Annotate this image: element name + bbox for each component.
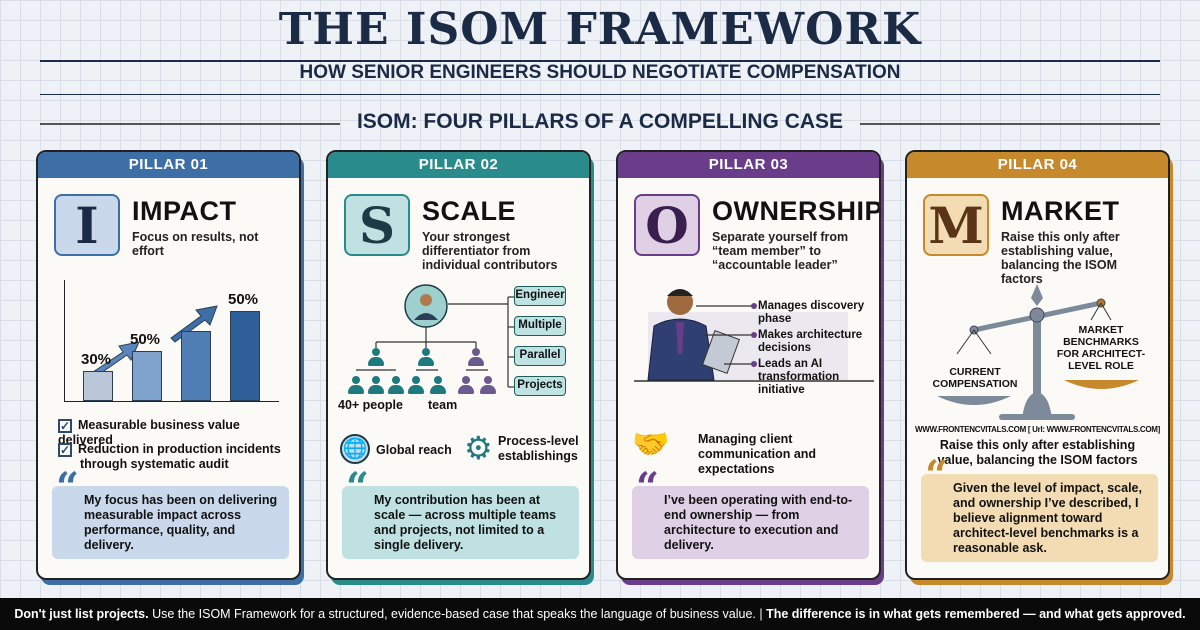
chart-bar-label: 50% bbox=[228, 291, 259, 308]
ownership-bullet: Leads an AI transformation initiative bbox=[758, 358, 840, 396]
divider bbox=[860, 123, 1160, 125]
pillar-card-ownership: PILLAR 03 O OWNERSHIP Separate yourself … bbox=[616, 150, 881, 580]
page-title: THE ISOM FRAMEWORK bbox=[278, 4, 922, 55]
person-icon bbox=[430, 376, 446, 394]
current-compensation-label: CURRENT COMPENSATION bbox=[932, 366, 1018, 390]
pillar-card-market: PILLAR 04 M MARKET Raise this only after… bbox=[905, 150, 1170, 580]
pillar-name: MARKET bbox=[1001, 196, 1120, 226]
quote-text: I’ve been operating with end-to-end owne… bbox=[664, 493, 853, 552]
divider bbox=[40, 123, 340, 125]
check-item: ✓Measurable business value delivered bbox=[58, 418, 291, 448]
scale-tag: Multiple bbox=[514, 316, 566, 336]
letter-badge: S bbox=[344, 194, 410, 256]
divider bbox=[40, 60, 1160, 62]
person-icon bbox=[418, 348, 434, 366]
letter-badge: O bbox=[634, 194, 700, 256]
person-icon bbox=[480, 376, 496, 394]
quote-text: Given the level of impact, scale, and ow… bbox=[953, 481, 1142, 555]
pillar-tagline: Focus on results, not effort bbox=[132, 230, 259, 258]
pillar-label: PILLAR 04 bbox=[907, 152, 1168, 178]
quote-box: “I’ve been operating with end-to-end own… bbox=[632, 468, 869, 559]
handshake-icon: 🤝 bbox=[632, 428, 670, 461]
person-icon bbox=[468, 348, 484, 366]
quote-icon: “ bbox=[346, 464, 370, 511]
person-icon bbox=[388, 376, 404, 394]
section-heading: ISOM: FOUR PILLARS OF A COMPELLING CASE bbox=[356, 110, 844, 133]
pillar-name: OWNERSHIP bbox=[712, 196, 881, 226]
chart-bar-label: 30% bbox=[81, 351, 112, 368]
ownership-bullet: Makes architecture decisions bbox=[758, 329, 863, 354]
chart-bar bbox=[181, 331, 211, 401]
person-icon bbox=[368, 376, 384, 394]
balance-scale-icon bbox=[937, 284, 1139, 420]
page-subtitle: HOW SENIOR ENGINEERS SHOULD NEGOTIATE CO… bbox=[299, 62, 901, 83]
person-icon bbox=[368, 348, 384, 366]
scale-tag: Parallel bbox=[514, 346, 566, 366]
quote-icon: “ bbox=[56, 464, 80, 511]
caption-url: WWW.FRONTENCVITALS.COM [ Url: WWW.FRONTE… bbox=[914, 425, 1161, 434]
pillar-card-impact: PILLAR 01 I IMPACT Focus on results, not… bbox=[36, 150, 301, 580]
footer-lead: Don't just list projects. bbox=[14, 607, 149, 621]
pillar-tagline: Separate yourself from “team member” to … bbox=[712, 230, 849, 272]
quote-box: “Given the level of impact, scale, and o… bbox=[921, 456, 1158, 562]
quote-icon: “ bbox=[925, 452, 949, 499]
pillar-label: PILLAR 01 bbox=[38, 152, 299, 178]
person-icon bbox=[408, 376, 424, 394]
check-item: ✓ Reduction in production incidents throu… bbox=[58, 442, 291, 472]
quote-box: “My contribution has been at scale — acr… bbox=[342, 468, 579, 559]
scale-tag: Projects bbox=[514, 376, 566, 396]
pillar-card-scale: PILLAR 02 S SCALE Your strongest differe… bbox=[326, 150, 591, 580]
scale-tag: Engineer bbox=[514, 286, 566, 306]
person-icon bbox=[458, 376, 474, 394]
pillar-name: IMPACT bbox=[132, 196, 237, 226]
checkbox-icon: ✓ bbox=[58, 442, 72, 457]
chart-bar bbox=[230, 311, 260, 401]
quote-box: “My focus has been on delivering measura… bbox=[52, 468, 289, 559]
pillar-label: PILLAR 03 bbox=[618, 152, 879, 178]
footer-tail: The difference is in what gets remembere… bbox=[766, 607, 1186, 621]
market-benchmark-label: MARKET BENCHMARKS FOR ARCHITECT-LEVEL RO… bbox=[1056, 324, 1146, 372]
ownership-bullet: Manages discovery phase bbox=[758, 300, 865, 325]
chart-bar bbox=[132, 351, 162, 401]
process-label: Process-level establishings bbox=[498, 434, 579, 463]
pillar-tagline: Raise this only after establishing value… bbox=[1001, 230, 1120, 286]
check-text: Reduction in production incidents throug… bbox=[78, 442, 281, 471]
market-caption: Raise this only after establishing value… bbox=[937, 438, 1138, 467]
globe-icon: 🌐 bbox=[340, 434, 370, 464]
chart-bar-label: 50% bbox=[130, 331, 161, 348]
person-icon bbox=[348, 376, 364, 394]
people-label: 40+ people bbox=[338, 398, 403, 412]
quote-text: My focus has been on delivering measurab… bbox=[84, 493, 278, 552]
org-chart-lines bbox=[356, 284, 514, 388]
letter-badge: M bbox=[923, 194, 989, 256]
pillar-name: SCALE bbox=[422, 196, 517, 226]
client-label: Managing client communication and expect… bbox=[698, 432, 817, 476]
chart-bar bbox=[83, 371, 113, 401]
team-label: team bbox=[428, 398, 458, 412]
checkbox-icon: ✓ bbox=[58, 418, 72, 433]
quote-icon: “ bbox=[636, 464, 660, 511]
pillar-tagline: Your strongest differentiator from indiv… bbox=[422, 230, 558, 272]
footer-banner: Don't just list projects. Use the ISOM F… bbox=[0, 598, 1200, 630]
global-reach-label: Global reach bbox=[376, 443, 452, 457]
letter-badge: I bbox=[54, 194, 120, 256]
quote-text: My contribution has been at scale — acro… bbox=[374, 493, 557, 552]
impact-bar-chart: 30% 50% 50% bbox=[64, 280, 279, 402]
leader-illustration bbox=[634, 289, 874, 382]
footer-body: Use the ISOM Framework for a structured,… bbox=[148, 607, 767, 621]
gear-icon: ⚙ bbox=[464, 430, 493, 466]
divider bbox=[40, 94, 1160, 95]
pillar-label: PILLAR 02 bbox=[328, 152, 589, 178]
